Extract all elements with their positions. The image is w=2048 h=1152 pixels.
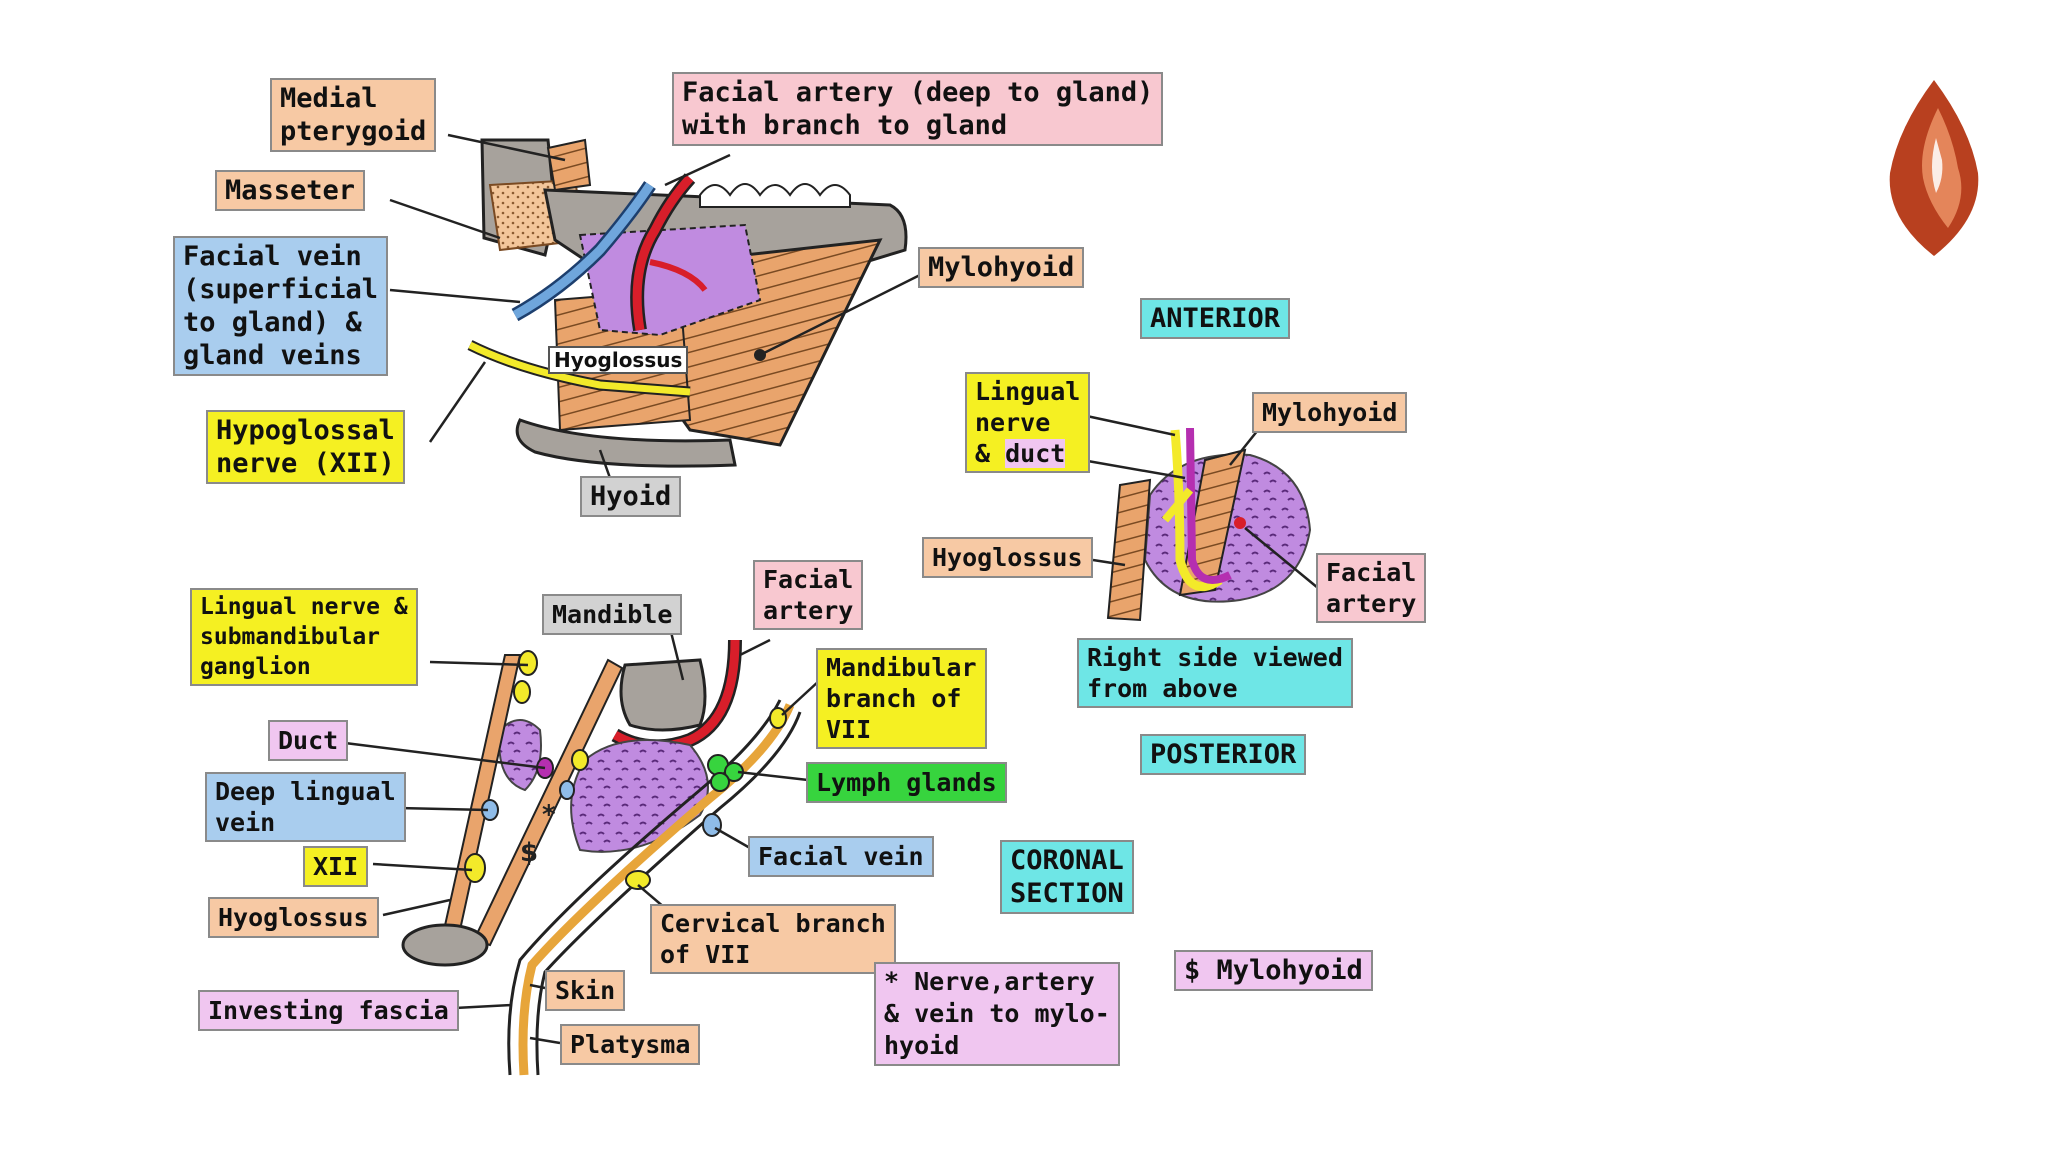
label-facial-vein-gland: Facial vein (superficial to gland) & gla… [173,236,388,376]
label-facial-vein-bottom: Facial vein [748,836,934,877]
dollar-marker: $ [520,838,539,868]
label-posterior: POSTERIOR [1140,734,1307,775]
label-lingual-nerve-duct: Lingual nerve & duct [965,372,1091,473]
label-lymph-glands: Lymph glands [806,762,1007,803]
label-investing-fascia: Investing fascia [198,990,459,1031]
label-nerve-artery-vein: * Nerve,artery & vein to mylo- hyoid [874,962,1120,1066]
label-facial-artery-gland: Facial artery (deep to gland) with branc… [672,72,1164,146]
label-mandible: Mandible [542,594,683,635]
lateral-view-drawing [467,138,908,468]
duct-text: duct [1005,439,1066,468]
label-coronal-section: CORONAL SECTION [1000,840,1134,914]
label-mylohyoid-top: Mylohyoid [918,247,1085,288]
label-mylohyoid-right: Mylohyoid [1252,392,1408,433]
label-deep-lingual-vein: Deep lingual vein [205,772,406,842]
label-hyoglossus-right: Hyoglossus [922,537,1093,578]
label-masseter: Masseter [215,170,366,211]
label-platysma: Platysma [560,1024,701,1065]
label-duct: Duct [268,720,349,761]
label-cervical-branch: Cervical branch of VII [650,904,896,974]
leader-lines [344,133,1319,1045]
label-right-side-viewed: Right side viewed from above [1077,638,1353,708]
label-facial-artery-bottom: Facial artery [753,560,864,630]
label-hyoid: Hyoid [580,476,682,517]
label-hypoglossal-nerve: Hypoglossal nerve (XII) [206,410,405,484]
flame-logo-icon [1889,80,1979,256]
label-lingual-nerve-ganglion: Lingual nerve & submandibular ganglion [190,588,418,686]
label-mylohyoid-dollar: $ Mylohyoid [1174,950,1373,991]
label-facial-artery-right: Facial artery [1316,553,1427,623]
label-hyoglossus-bottom: Hyoglossus [208,897,379,938]
star-marker: * [542,800,556,830]
label-xii: XII [303,846,369,887]
label-anterior: ANTERIOR [1140,298,1291,339]
label-mandibular-branch: Mandibular branch of VII [816,648,987,749]
label-skin: Skin [545,970,626,1011]
superior-view-drawing [1106,427,1312,622]
label-medial-pterygoid: Medial pterygoid [270,78,437,152]
coronal-section-drawing [401,639,802,1076]
label-hyoglossus-inset: Hyoglossus [548,346,689,374]
lingual-nerve-text: Lingual nerve & [975,377,1081,468]
